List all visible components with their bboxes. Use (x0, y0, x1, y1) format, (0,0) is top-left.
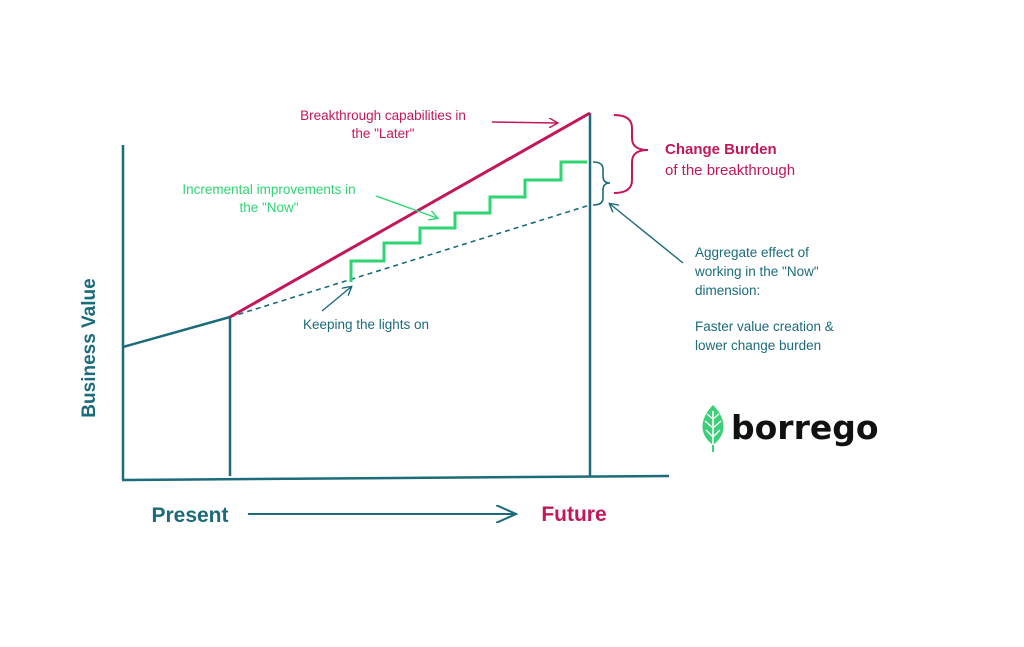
faster-label-line2: lower change burden (695, 338, 821, 353)
incremental-label-line1: Incremental improvements in (182, 182, 355, 197)
lights-on-label: Keeping the lights on (303, 317, 429, 332)
lights-on-arrow (321, 287, 351, 312)
aggregate-label-line2: working in the "Now" (694, 264, 819, 279)
faster-label-line1: Faster value creation & (695, 319, 834, 334)
change-burden-brace (613, 114, 649, 194)
leaf-icon (702, 405, 724, 452)
incremental-staircase (349, 160, 587, 282)
borrego-logo: borrego (702, 405, 879, 452)
breakthrough-label-line2: the "Later" (352, 126, 415, 141)
aggregate-label-line3: dimension: (695, 283, 760, 298)
present-label: Present (151, 504, 228, 527)
change-burden-subtitle: of the breakthrough (665, 162, 795, 179)
y-axis-label: Business Value (79, 278, 100, 417)
breakthrough-arrow (491, 122, 557, 123)
incremental-label-line2: the "Now" (239, 200, 298, 215)
incremental-arrow (375, 195, 437, 218)
x-axis (121, 474, 670, 482)
breakthrough-label-line1: Breakthrough capabilities in (300, 108, 466, 123)
logo-wordmark: borrego (731, 408, 879, 447)
change-burden-title: Change Burden (665, 141, 777, 158)
aggregate-label-line1: Aggregate effect of (695, 245, 809, 260)
breakthrough-line (229, 111, 591, 319)
past-trend-line (122, 315, 231, 349)
aggregate-arrow (610, 204, 684, 264)
future-label: Future (541, 503, 606, 526)
lights-on-dashed-line (229, 204, 591, 318)
aggregate-brace (592, 161, 611, 206)
